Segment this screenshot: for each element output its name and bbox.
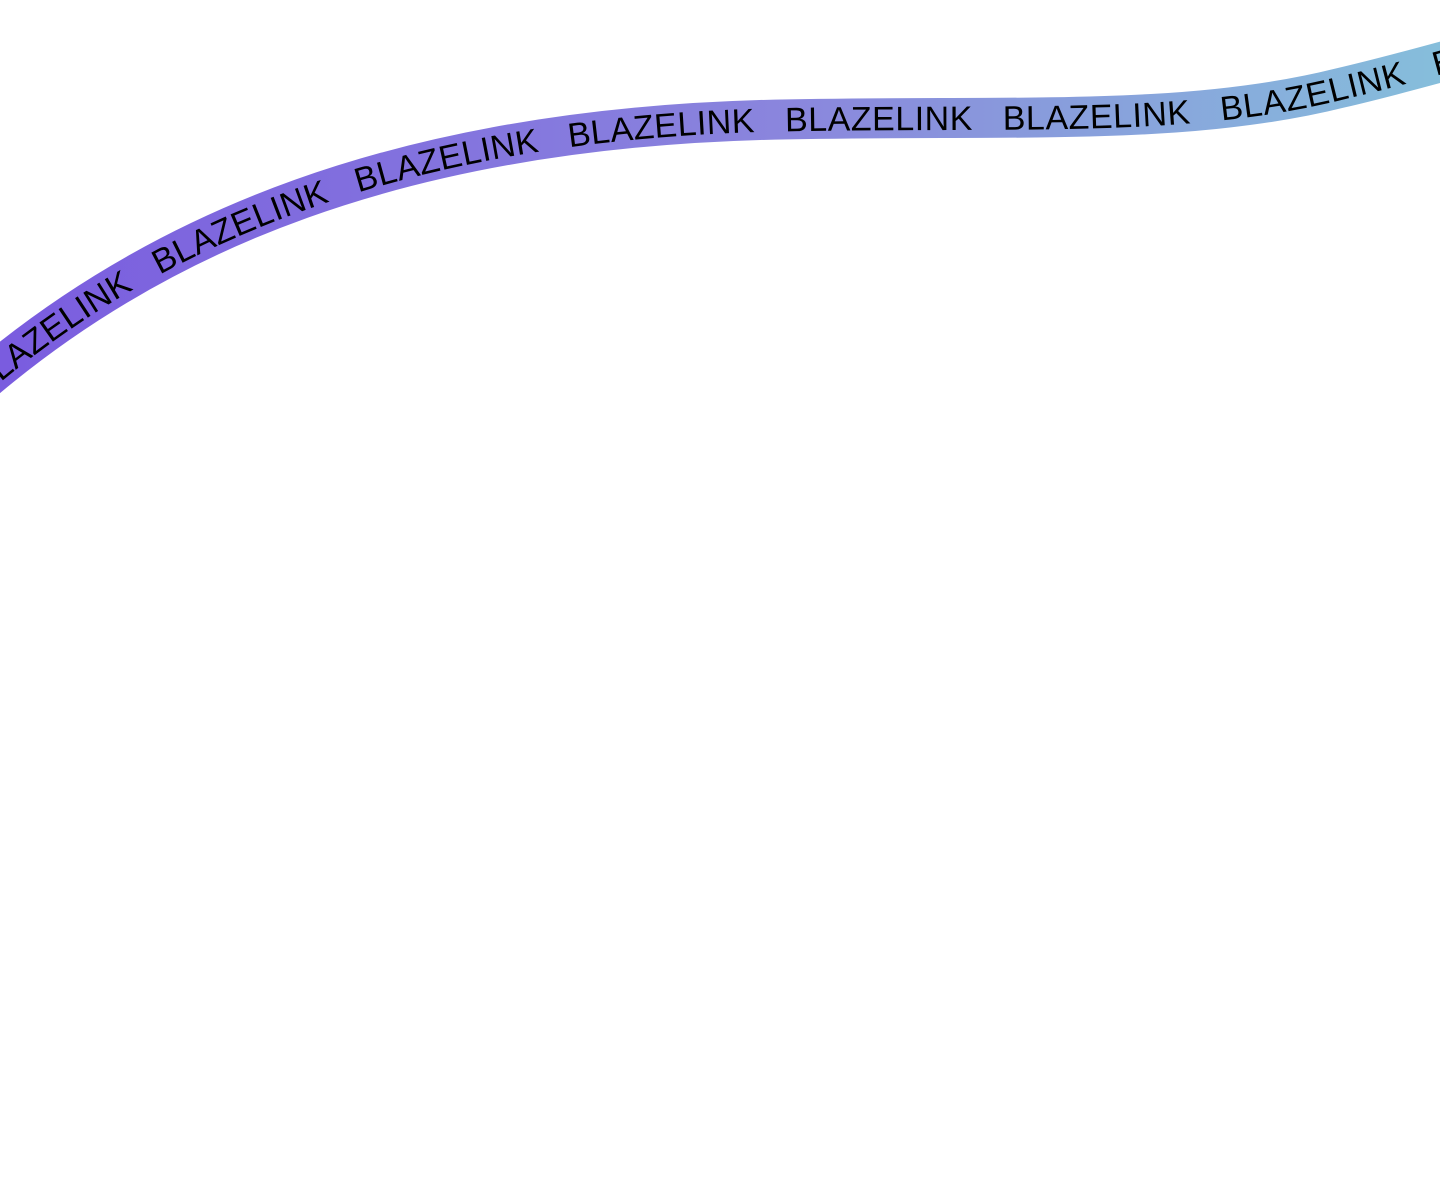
ribbon-textpath: BLAZELINK BLAZELINK BLAZELINK BLAZELINK … (0, 0, 1440, 403)
ribbon-text: BLAZELINK BLAZELINK BLAZELINK BLAZELINK … (0, 0, 1440, 403)
